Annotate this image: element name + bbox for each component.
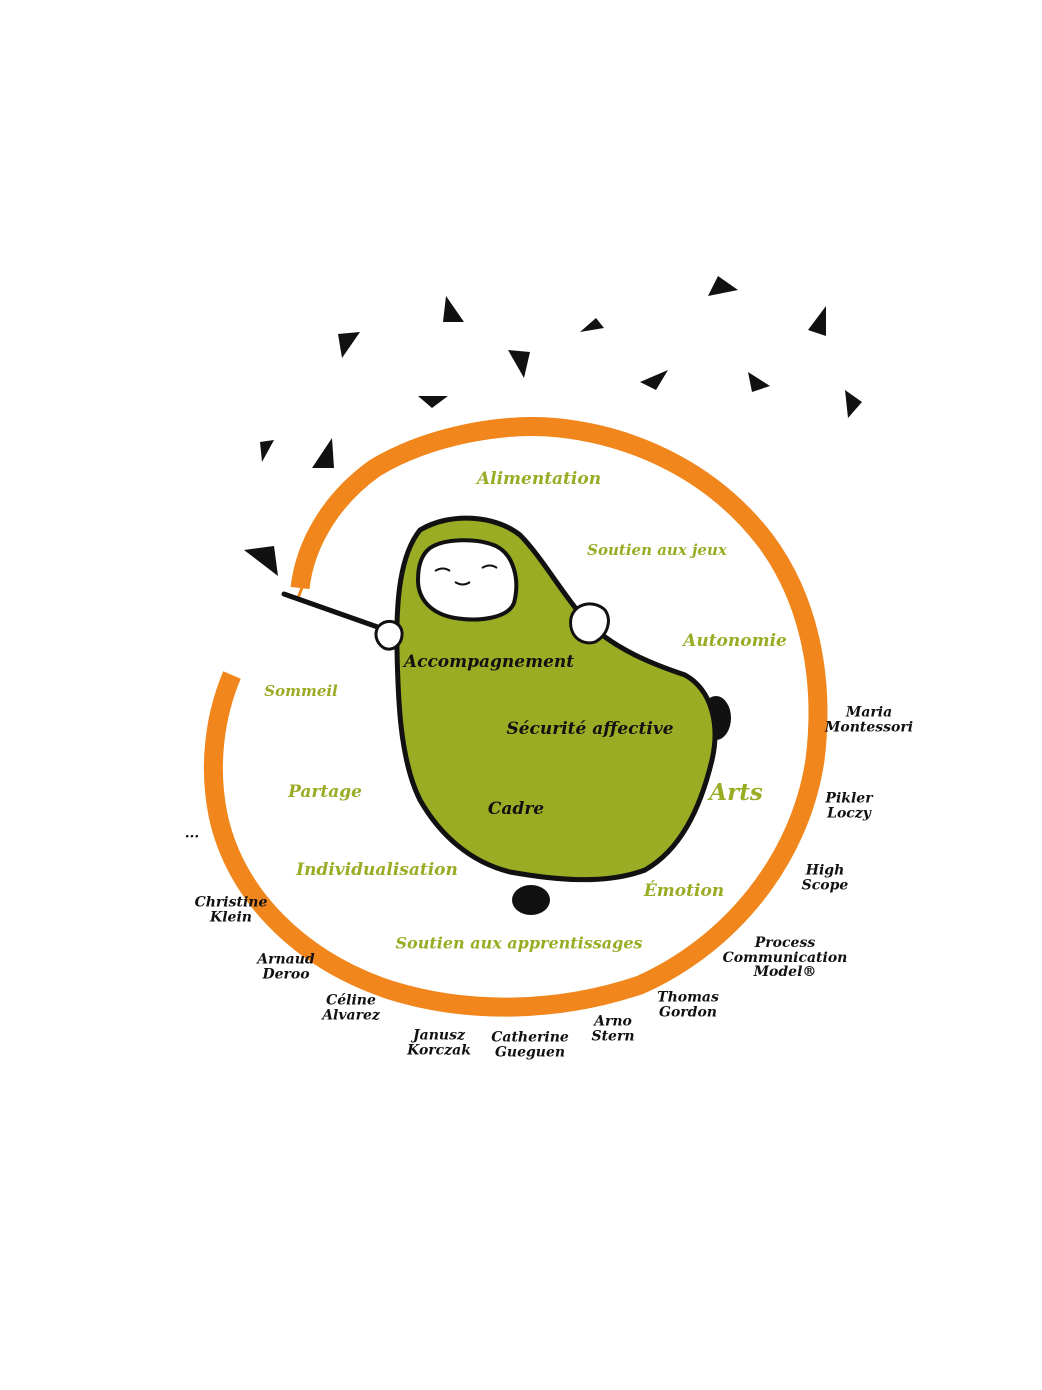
author-montessori: Maria Montessori <box>824 704 914 735</box>
author-celine-alvarez: Céline Alvarez <box>322 992 380 1023</box>
orange-spiral <box>203 417 828 1017</box>
magic-wand <box>281 591 389 633</box>
author-thomas-gordon: Thomas Gordon <box>657 989 719 1020</box>
author-catherine-gueguen: Catherine Gueguen <box>491 1029 569 1060</box>
smile <box>454 581 471 586</box>
left-eye <box>434 567 451 572</box>
theme-autonomie: Autonomie <box>683 631 787 652</box>
core-securite-affective: Sécurité affective <box>506 719 674 740</box>
theme-soutien-apprentissages: Soutien aux apprentissages <box>395 933 643 953</box>
spiral-tail <box>296 579 307 599</box>
left-foot <box>512 885 550 915</box>
theme-soutien-jeux: Soutien aux jeux <box>587 541 727 560</box>
theme-arts: Arts <box>709 778 763 806</box>
theme-sommeil: Sommeil <box>264 682 338 701</box>
author-process-communication-model: Process Communication Model® <box>722 934 848 981</box>
theme-individualisation: Individualisation <box>296 860 458 881</box>
theme-partage: Partage <box>288 782 362 803</box>
right-hand <box>569 602 610 645</box>
author-high-scope: High Scope <box>801 862 849 893</box>
left-hand <box>374 619 404 651</box>
author-arnaud-deroo: Arnaud Deroo <box>257 951 315 982</box>
author-pikler-loczy: Pikler Loczy <box>825 790 873 821</box>
theme-emotion: Émotion <box>643 881 725 902</box>
right-eye <box>481 564 498 569</box>
face <box>415 538 519 622</box>
author-arno-stern: Arno Stern <box>591 1013 635 1044</box>
author-ellipsis: ... <box>184 825 200 842</box>
author-christine-klein: Christine Klein <box>194 894 268 925</box>
author-janusz-korczak: Janusz Korczak <box>407 1027 471 1058</box>
theme-alimentation: Alimentation <box>476 469 602 490</box>
black-triangles <box>244 276 862 576</box>
core-accompagnement: Accompagnement <box>403 652 575 673</box>
core-cadre: Cadre <box>487 799 545 820</box>
